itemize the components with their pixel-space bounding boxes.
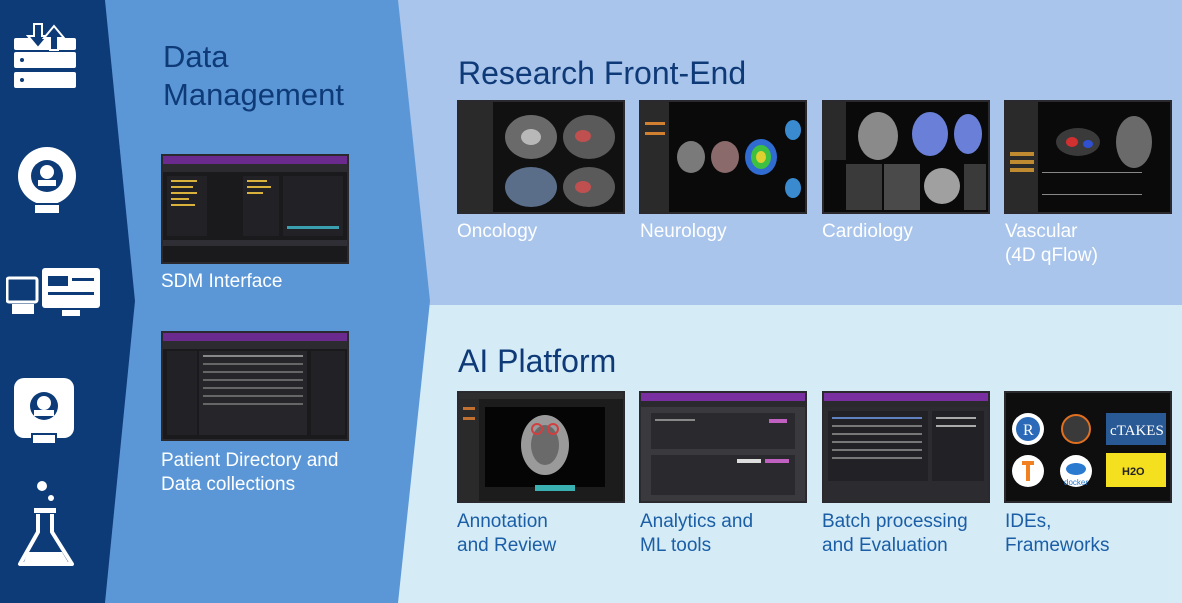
caption-line-2: and Evaluation bbox=[822, 535, 948, 556]
data-management-panel bbox=[105, 0, 430, 603]
oncology-caption: Oncology bbox=[457, 221, 538, 242]
caption-line-2: Data collections bbox=[161, 474, 296, 495]
caption-line-1: Vascular bbox=[1005, 221, 1078, 242]
batch-processing-caption: Batch processing and Evaluation bbox=[822, 510, 968, 558]
ctakes-logo: cTAKES bbox=[1110, 423, 1164, 439]
workstation-icon bbox=[6, 268, 100, 316]
annotation-thumbnail bbox=[457, 391, 625, 503]
vascular-caption: Vascular (4D qFlow) bbox=[1005, 220, 1098, 268]
data-management-title: Data Management bbox=[163, 38, 403, 114]
caption-line-1: Analytics and bbox=[640, 511, 754, 532]
title-line-1: Data bbox=[163, 39, 229, 74]
ai-platform-title: AI Platform bbox=[458, 343, 617, 379]
r-logo: R bbox=[1023, 422, 1034, 439]
sdm-interface-caption: SDM Interface bbox=[161, 271, 283, 292]
oncology-thumbnail bbox=[457, 100, 625, 214]
frameworks-thumbnail: R cTAKES docker H2O bbox=[1004, 391, 1172, 503]
vascular-thumbnail bbox=[1004, 100, 1172, 214]
neurology-caption: Neurology bbox=[640, 221, 727, 242]
annotation-caption: Annotation and Review bbox=[457, 510, 556, 558]
frameworks-caption: IDEs, Frameworks bbox=[1005, 510, 1110, 558]
caption-line-1: Annotation bbox=[457, 511, 548, 532]
caption-line-2: Frameworks bbox=[1005, 535, 1110, 556]
data-transfer-icon bbox=[14, 23, 76, 88]
caption-line-2: ML tools bbox=[640, 535, 712, 556]
h2o-logo: H2O bbox=[1122, 466, 1145, 478]
caption-line-2: and Review bbox=[457, 535, 557, 556]
scanner-icon bbox=[14, 378, 74, 445]
cardiology-thumbnail bbox=[822, 100, 990, 214]
analytics-thumbnail bbox=[639, 391, 807, 503]
patient-directory-thumbnail bbox=[161, 331, 349, 441]
lab-flask-icon bbox=[18, 481, 74, 566]
research-front-end-title: Research Front-End bbox=[458, 55, 747, 91]
batch-processing-thumbnail bbox=[822, 391, 990, 503]
mri-scanner-icon bbox=[18, 147, 76, 215]
caption-line-2: (4D qFlow) bbox=[1005, 245, 1098, 266]
neurology-thumbnail bbox=[639, 100, 807, 214]
sdm-interface-thumbnail bbox=[161, 154, 349, 264]
docker-logo: docker bbox=[1064, 478, 1088, 487]
analytics-caption: Analytics and ML tools bbox=[640, 510, 753, 558]
title-line-2: Management bbox=[163, 77, 344, 112]
cardiology-caption: Cardiology bbox=[822, 221, 913, 242]
patient-directory-caption: Patient Directory and Data collections bbox=[161, 449, 338, 497]
caption-line-1: Batch processing bbox=[822, 511, 968, 532]
caption-line-1: IDEs, bbox=[1005, 511, 1052, 532]
caption-line-1: Patient Directory and bbox=[161, 450, 339, 471]
